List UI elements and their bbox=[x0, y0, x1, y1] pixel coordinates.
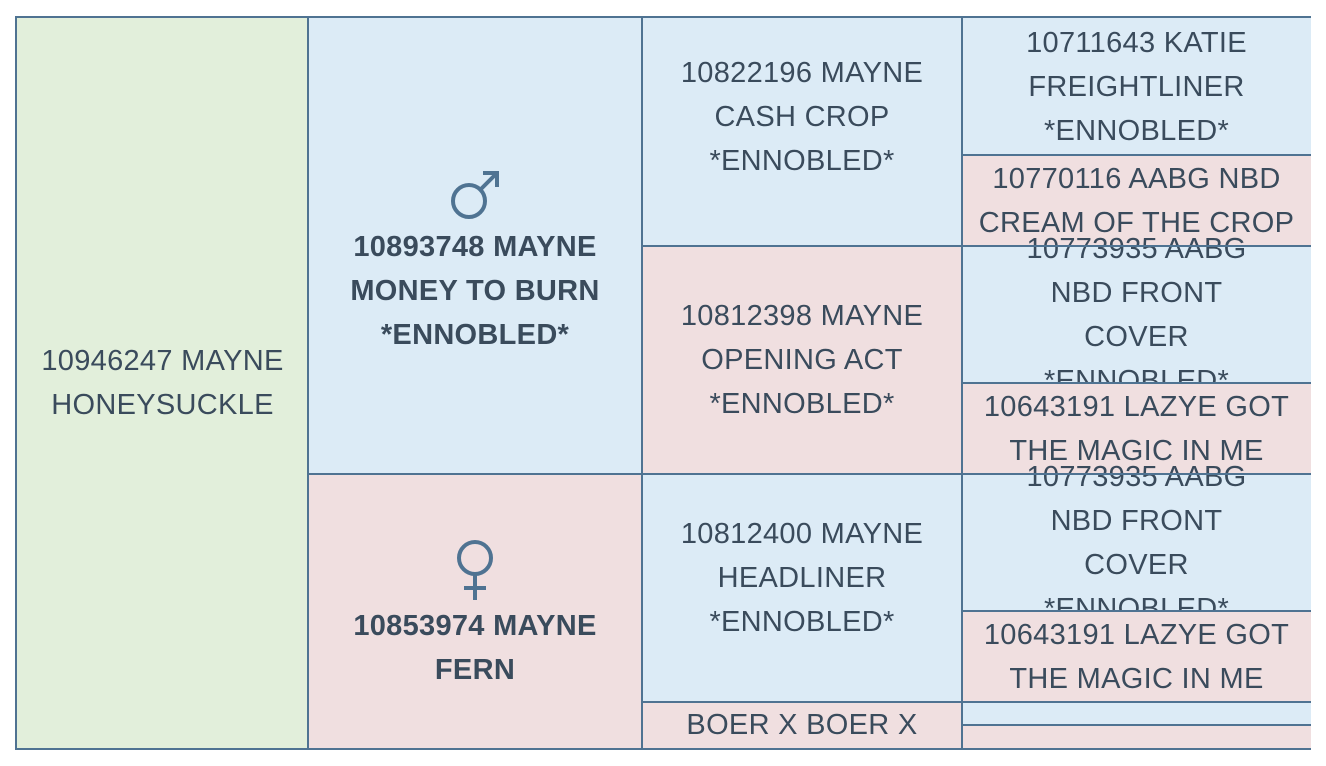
sire-cell: 10893748 MAYNE MONEY TO BURN *ENNOBLED* bbox=[308, 18, 642, 474]
dam-dam-name: BOER X BOER X bbox=[686, 709, 918, 741]
gen4-cell: 10643191 LAZYE GOT THE MAGIC IN ME bbox=[962, 383, 1311, 474]
male-symbol-icon bbox=[451, 171, 499, 219]
divider bbox=[961, 382, 1311, 384]
dam-sire-cell: 10812400 MAYNE HEADLINER *ENNOBLED* bbox=[642, 474, 962, 702]
gen4-cell: 10770116 AABG NBD CREAM OF THE CROP bbox=[962, 155, 1311, 246]
divider bbox=[961, 724, 1311, 726]
gen4-name: 10643191 LAZYE GOT THE MAGIC IN ME bbox=[983, 390, 1290, 467]
sire-dam-cell: 10812398 MAYNE OPENING ACT *ENNOBLED* bbox=[642, 246, 962, 474]
gen4-cell: 10773935 AABG NBD FRONT COVER *ENNOBLED* bbox=[962, 233, 1311, 397]
divider bbox=[961, 610, 1311, 612]
sire-sire-name: 10822196 MAYNE CASH CROP *ENNOBLED* bbox=[680, 57, 924, 177]
divider bbox=[307, 18, 309, 748]
gen4-name: 10770116 AABG NBD CREAM OF THE CROP bbox=[978, 162, 1295, 239]
divider bbox=[641, 245, 1311, 247]
sire-sire-cell: 10822196 MAYNE CASH CROP *ENNOBLED* bbox=[642, 18, 962, 246]
gen4-name: 10643191 LAZYE GOT THE MAGIC IN ME bbox=[983, 618, 1290, 695]
gen4-cell bbox=[962, 702, 1311, 725]
gen4-cell bbox=[962, 725, 1311, 748]
subject-name: 10946247 MAYNE HONEYSUCKLE bbox=[41, 345, 284, 421]
female-symbol-icon bbox=[457, 540, 493, 600]
sire-dam-name: 10812398 MAYNE OPENING ACT *ENNOBLED* bbox=[680, 300, 924, 420]
divider bbox=[307, 473, 1311, 475]
divider bbox=[961, 154, 1311, 156]
divider bbox=[641, 18, 643, 748]
gen4-name: 10773935 AABG NBD FRONT COVER *ENNOBLED* bbox=[1026, 232, 1247, 397]
gen4-cell: 10643191 LAZYE GOT THE MAGIC IN ME bbox=[962, 611, 1311, 702]
gen4-cell: 10773935 AABG NBD FRONT COVER *ENNOBLED* bbox=[962, 461, 1311, 625]
gen4-name: 10773935 AABG NBD FRONT COVER *ENNOBLED* bbox=[1026, 460, 1247, 625]
dam-name: 10853974 MAYNE FERN bbox=[353, 610, 597, 686]
dam-dam-cell: BOER X BOER X bbox=[642, 702, 962, 748]
gen4-name: 10711643 KATIE FREIGHTLINER *ENNOBLED* bbox=[1026, 26, 1247, 147]
subject-cell: 10946247 MAYNE HONEYSUCKLE bbox=[17, 18, 308, 748]
divider bbox=[641, 701, 1311, 703]
dam-sire-name: 10812400 MAYNE HEADLINER *ENNOBLED* bbox=[680, 518, 924, 638]
dam-cell: 10853974 MAYNE FERN bbox=[308, 474, 642, 748]
gen4-cell: 10711643 KATIE FREIGHTLINER *ENNOBLED* bbox=[962, 18, 1311, 155]
pedigree-chart: 10946247 MAYNE HONEYSUCKLE 10893748 MAYN… bbox=[15, 16, 1311, 750]
sire-name: 10893748 MAYNE MONEY TO BURN *ENNOBLED* bbox=[350, 231, 600, 351]
